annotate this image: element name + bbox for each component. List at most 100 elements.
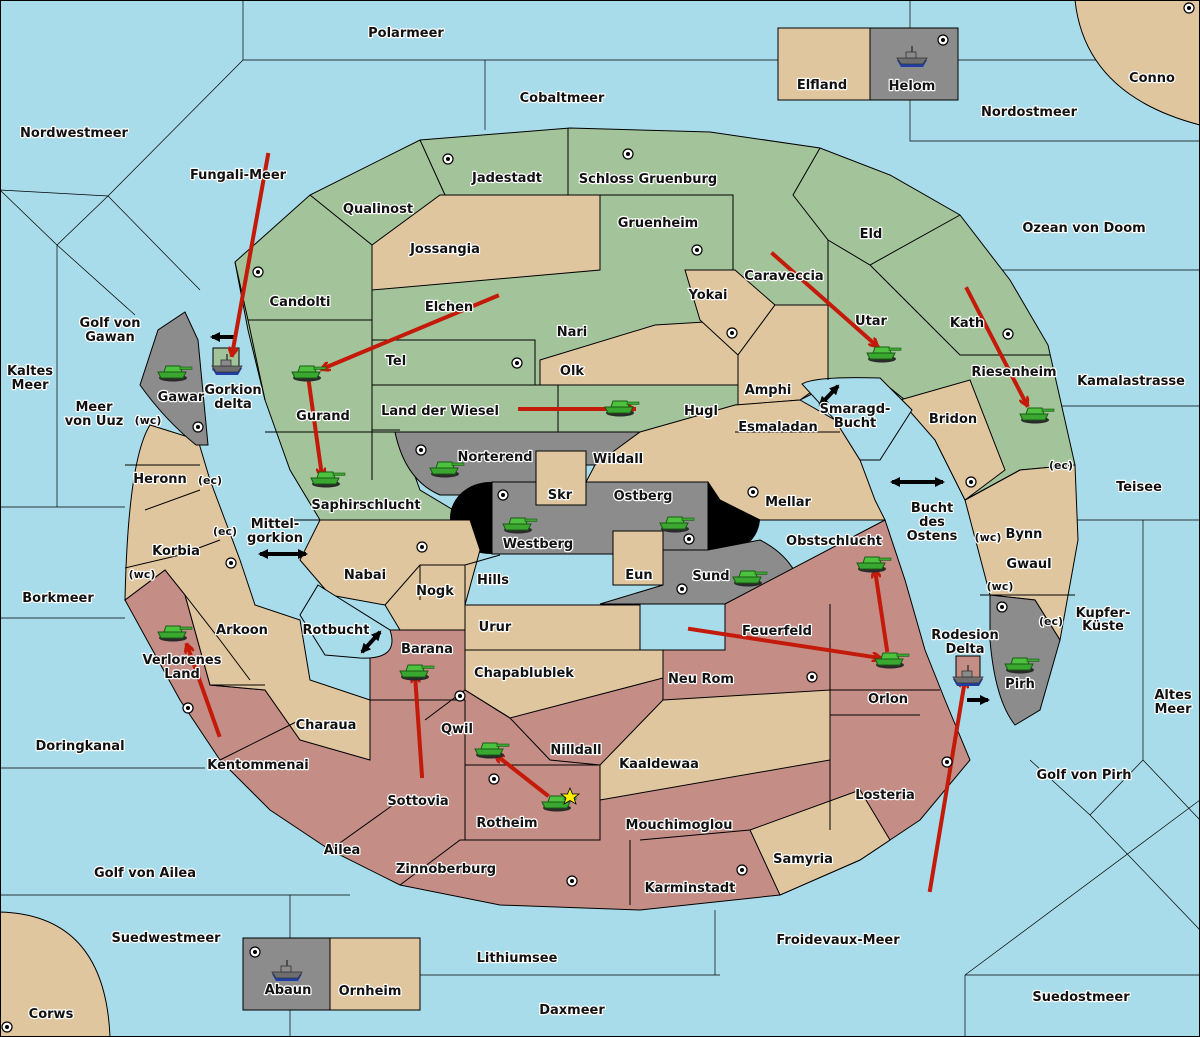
label-gwaul: Gwaul <box>1006 557 1051 572</box>
supply-center-icon <box>225 557 237 569</box>
label-karminstadt: Karminstadt <box>645 881 736 896</box>
label-altes-meer-2: Meer <box>1155 702 1193 717</box>
label-golf-von-gawan-2: Gawan <box>85 330 134 345</box>
label-sottovia: Sottovia <box>387 794 448 809</box>
label-jossangia: Jossangia <box>409 242 480 257</box>
arrow-smaragd <box>818 384 840 407</box>
label-utar: Utar <box>855 314 888 329</box>
supply-center-icon <box>192 421 204 433</box>
label-corws: Corws <box>29 1007 74 1022</box>
label-hills: Hills <box>477 573 509 588</box>
label-amphi: Amphi <box>745 383 792 398</box>
label-gwaul-wc: (wc) <box>987 580 1014 593</box>
territory-conno[interactable] <box>1074 0 1200 126</box>
label-nordostmeer: Nordostmeer <box>981 105 1078 120</box>
label-gawar-wc: (wc) <box>135 414 162 427</box>
label-tel: Tel <box>386 354 406 369</box>
label-charaua: Charaua <box>296 718 357 733</box>
label-rotbucht: Rotbucht <box>303 623 370 638</box>
land-borders <box>124 128 1075 905</box>
label-nogk: Nogk <box>416 584 454 599</box>
label-lithiumsee: Lithiumsee <box>477 951 558 966</box>
units[interactable] <box>157 45 1055 982</box>
territory-eun[interactable] <box>612 530 664 586</box>
label-rotheim: Rotheim <box>476 816 537 831</box>
star-icon <box>559 786 581 805</box>
supply-center-icon <box>676 583 688 595</box>
label-urur: Urur <box>479 620 512 635</box>
territory-ornheim[interactable] <box>329 937 421 1011</box>
label-kaltes-meer: Kaltes <box>7 364 53 379</box>
territory-corws[interactable] <box>0 911 111 1037</box>
label-hugl: Hugl <box>684 404 718 419</box>
territory-west-tan[interactable] <box>124 424 371 761</box>
label-schloss-gruenburg: Schloss Gruenburg <box>579 172 717 187</box>
supply-center-icon <box>488 773 500 785</box>
territory-bridon[interactable] <box>899 379 1006 501</box>
label-kupfer-kuste-2: Küste <box>1082 619 1124 634</box>
supply-center-icon <box>726 327 738 339</box>
supply-center-icon <box>442 153 454 165</box>
supply-center-icon <box>937 34 949 46</box>
supply-center-icon <box>806 671 818 683</box>
label-losteria: Losteria <box>855 788 915 803</box>
label-golf-von-pirh: Golf von Pirh <box>1036 768 1131 783</box>
label-sund: Sund <box>692 569 729 584</box>
label-meer-von-uuz-2: von Uuz <box>65 414 124 429</box>
label-bynn-wc: (wc) <box>975 531 1002 544</box>
label-yokai: Yokai <box>687 288 727 303</box>
order-fungali-gorkion <box>232 152 271 355</box>
label-samyria: Samyria <box>773 852 833 867</box>
label-ostberg: Ostberg <box>614 489 673 504</box>
label-qualinost: Qualinost <box>343 202 413 217</box>
order-orlon-obstschlucht <box>875 570 890 653</box>
supply-center-icon <box>1002 328 1014 340</box>
label-golf-von-ailea: Golf von Ailea <box>94 866 196 881</box>
label-bucht-des-ostens: Bucht <box>911 501 953 516</box>
label-kamalastrasse: Kamalastrasse <box>1077 374 1185 389</box>
label-smaragd-bucht-2: Bucht <box>834 416 876 431</box>
label-skr: Skr <box>548 488 573 503</box>
label-ailea: Ailea <box>324 843 361 858</box>
territory-chapablublek[interactable] <box>464 649 664 719</box>
supply-center-icon <box>566 875 578 887</box>
order-kentommenai-verlorenes <box>187 645 222 738</box>
territory-skr[interactable] <box>535 450 587 506</box>
order-elchen-gurand <box>322 293 500 369</box>
label-neu-rom: Neu Rom <box>668 672 734 687</box>
order-gurand-saphir <box>305 373 322 476</box>
territory-wildall-mellar[interactable] <box>585 399 886 521</box>
supply-center-icon <box>622 148 634 160</box>
label-abaun: Abaun <box>265 983 312 998</box>
supply-center-icon <box>691 244 703 256</box>
label-kaaldewaa: Kaaldewaa <box>619 757 699 772</box>
label-verlorenes-land: Verlorenes <box>142 653 221 668</box>
order-sottovia-barana <box>415 675 425 779</box>
label-ozean-von-doom: Ozean von Doom <box>1022 221 1145 236</box>
order-arrows <box>187 152 1030 893</box>
label-heronn-ec: (ec) <box>198 474 222 487</box>
label-mittelgorkion-2: gorkion <box>247 531 303 546</box>
territory-samyria[interactable] <box>749 789 891 896</box>
label-candolti: Candolti <box>270 295 331 310</box>
order-feuerfeld-orlon <box>687 626 880 658</box>
label-obstschlucht: Obstschlucht <box>786 534 882 549</box>
label-heronn: Heronn <box>133 472 187 487</box>
label-norterend: Norterend <box>457 450 532 465</box>
territory-kaaldewaa[interactable] <box>599 689 831 801</box>
label-kath: Kath <box>950 316 984 331</box>
order-caraveccia-utar <box>770 251 877 349</box>
label-feuerfeld: Feuerfeld <box>742 624 812 639</box>
label-bridon: Bridon <box>929 412 977 427</box>
supply-center-icon <box>996 601 1008 613</box>
label-nordwestmeer: Nordwestmeer <box>20 126 128 141</box>
territory-nabai-nogk-hills[interactable] <box>299 519 481 631</box>
supply-center-icon <box>511 357 523 369</box>
label-bynn-ec: (ec) <box>1049 459 1073 472</box>
label-polarmeer: Polarmeer <box>368 26 444 41</box>
supply-center-icon <box>736 864 748 876</box>
label-gwaul-ec: (ec) <box>1039 615 1063 628</box>
label-bynn: Bynn <box>1006 527 1043 542</box>
label-bucht-des-ostens-2: des <box>919 515 945 530</box>
